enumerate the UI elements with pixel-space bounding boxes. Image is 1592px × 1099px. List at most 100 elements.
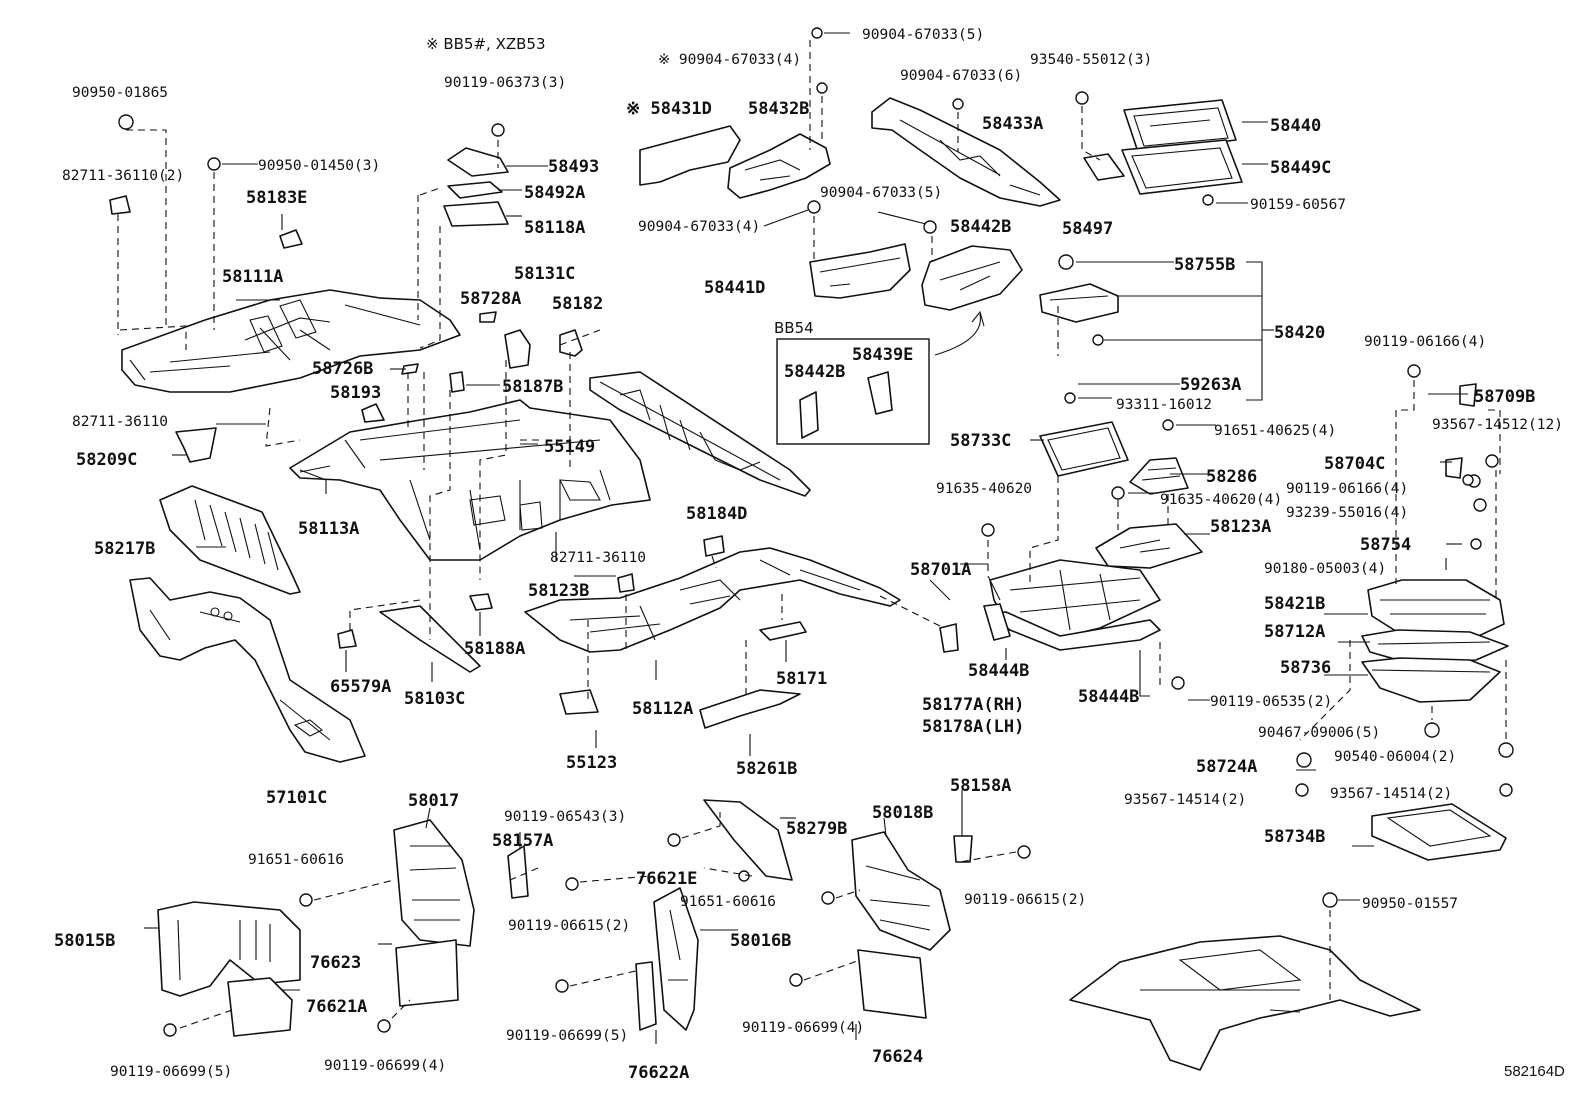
side-rail-58182: [589, 371, 811, 497]
label-58188a: 58188A: [464, 639, 525, 659]
label-90950-01450-3: 90950-01450(3): [258, 158, 380, 174]
shield-58433a: [871, 97, 1061, 207]
label-58755b: 58755B: [1174, 255, 1235, 275]
label-90119-06166-4: 90119-06166(4): [1364, 334, 1486, 350]
label-93311-16012: 93311-16012: [1116, 397, 1212, 413]
leader-lines: [144, 32, 1468, 1044]
panel-58217b: [159, 485, 301, 595]
label-58736: 58736: [1280, 658, 1331, 678]
label-82711-36110-2: 82711-36110(2): [62, 168, 184, 184]
label-90119-06699-4-b: 90119-06699(4): [742, 1020, 864, 1036]
label-90540-06004-2: 90540-06004(2): [1334, 749, 1456, 765]
label-93540-55012-3: 93540-55012(3): [1030, 52, 1152, 68]
label-91651-60616-b: 91651-60616: [680, 894, 776, 910]
label-76621a: 76621A: [306, 997, 367, 1017]
drawing-code: 582164D: [1504, 1063, 1565, 1080]
label-58279b: 58279B: [786, 819, 847, 839]
label-58123a: 58123A: [1210, 517, 1271, 537]
label-58217b: 58217B: [94, 539, 155, 559]
label-58442b-inset: 58442B: [784, 362, 845, 382]
label-58178a: 58178A(LH): [922, 717, 1024, 737]
label-90119-06166-4-b: 90119-06166(4): [1286, 481, 1408, 497]
label-58441d: 58441D: [704, 278, 765, 298]
label-58018b: 58018B: [872, 803, 933, 823]
label-58184d: 58184D: [686, 504, 747, 524]
bb54-inset: [776, 338, 930, 445]
label-58431d: ※ 58431D: [626, 99, 712, 119]
applicability-note: ※ BB5#, XZB53: [426, 35, 546, 53]
assembly-lines: [117, 40, 1507, 1029]
label-90904-67033-5-top: 90904-67033(5): [862, 27, 984, 43]
label-58171: 58171: [776, 669, 827, 689]
label-bb54: BB54: [774, 319, 814, 337]
label-58701a: 58701A: [910, 560, 971, 580]
label-58724a: 58724A: [1196, 757, 1257, 777]
label-58497: 58497: [1062, 219, 1113, 239]
label-58187b: 58187B: [502, 377, 563, 397]
label-58017: 58017: [408, 791, 459, 811]
floor-rear-58112a: [524, 547, 901, 653]
label-90119-06615-2: 90119-06615(2): [508, 918, 630, 934]
label-58103c: 58103C: [404, 689, 465, 709]
label-58726b: 58726B: [312, 359, 373, 379]
label-90119-06535-2: 90119-06535(2): [1210, 694, 1332, 710]
label-58442b: 58442B: [950, 217, 1011, 237]
crossmember-bottom: [1069, 935, 1421, 1071]
label-90119-06615-2-b: 90119-06615(2): [964, 892, 1086, 908]
label-91635-40620: 91635-40620: [936, 481, 1032, 497]
label-58177a: 58177A(RH): [922, 695, 1024, 715]
label-58712a: 58712A: [1264, 622, 1325, 642]
label-90119-06699-5-b: 90119-06699(5): [506, 1028, 628, 1044]
label-55149: 55149: [544, 437, 595, 457]
label-90950-01865: 90950-01865: [72, 85, 168, 101]
frame-58701a: [983, 559, 1161, 651]
fasteners: [118, 27, 1514, 1037]
label-58444b-b: 58444B: [1078, 687, 1139, 707]
label-58131c: 58131C: [514, 264, 575, 284]
cover-58420: [1039, 283, 1119, 323]
label-58754: 58754: [1360, 535, 1411, 555]
label-58158a: 58158A: [950, 776, 1011, 796]
label-90180-05003-4: 90180-05003(4): [1264, 561, 1386, 577]
label-58493: 58493: [548, 157, 599, 177]
label-59263a: 59263A: [1180, 375, 1241, 395]
label-58016b: 58016B: [730, 931, 791, 951]
floor-center-58123b: [289, 399, 651, 561]
floor-pan-58111a: [121, 289, 461, 393]
boots-58733c-58286: [1039, 421, 1203, 569]
label-58123b: 58123B: [528, 581, 589, 601]
label-58432b: 58432B: [748, 99, 809, 119]
label-58492a: 58492A: [524, 183, 585, 203]
label-65579a: 65579A: [330, 677, 391, 697]
label-58261b: 58261B: [736, 759, 797, 779]
boot-58440: [1083, 99, 1243, 195]
label-58113a: 58113A: [298, 519, 359, 539]
label-58439e: 58439E: [852, 345, 913, 365]
label-76621e: 76621E: [636, 869, 697, 889]
label-76622a: 76622A: [628, 1063, 689, 1083]
label-58421b: 58421B: [1264, 594, 1325, 614]
small-brackets: [109, 147, 959, 729]
label-82711-36110-b: 82711-36110: [550, 550, 646, 566]
shields-58431d-58432b: [639, 125, 831, 199]
label-90904-67033-6: 90904-67033(6): [900, 68, 1022, 84]
label-58449c: 58449C: [1270, 158, 1331, 178]
label-82711-36110: 82711-36110: [72, 414, 168, 430]
label-90159-60567: 90159-60567: [1250, 197, 1346, 213]
label-58015b: 58015B: [54, 931, 115, 951]
label-55123: 55123: [566, 753, 617, 773]
label-90119-06699-5: 90119-06699(5): [110, 1064, 232, 1080]
label-76624: 76624: [872, 1047, 923, 1067]
label-58111a: 58111A: [222, 267, 283, 287]
label-58182: 58182: [552, 294, 603, 314]
label-58420: 58420: [1274, 323, 1325, 343]
label-90950-01557: 90950-01557: [1362, 896, 1458, 912]
label-58209c: 58209C: [76, 450, 137, 470]
label-93567-14514-2-a: 93567-14514(2): [1124, 792, 1246, 808]
part-labels: ※ BB5#, XZB53 90950-01865 82711-36110(2)…: [54, 27, 1565, 1083]
label-90467-09006-5: 90467-09006(5): [1258, 725, 1380, 741]
label-58112a: 58112A: [632, 699, 693, 719]
label-90119-06543-3: 90119-06543(3): [504, 809, 626, 825]
